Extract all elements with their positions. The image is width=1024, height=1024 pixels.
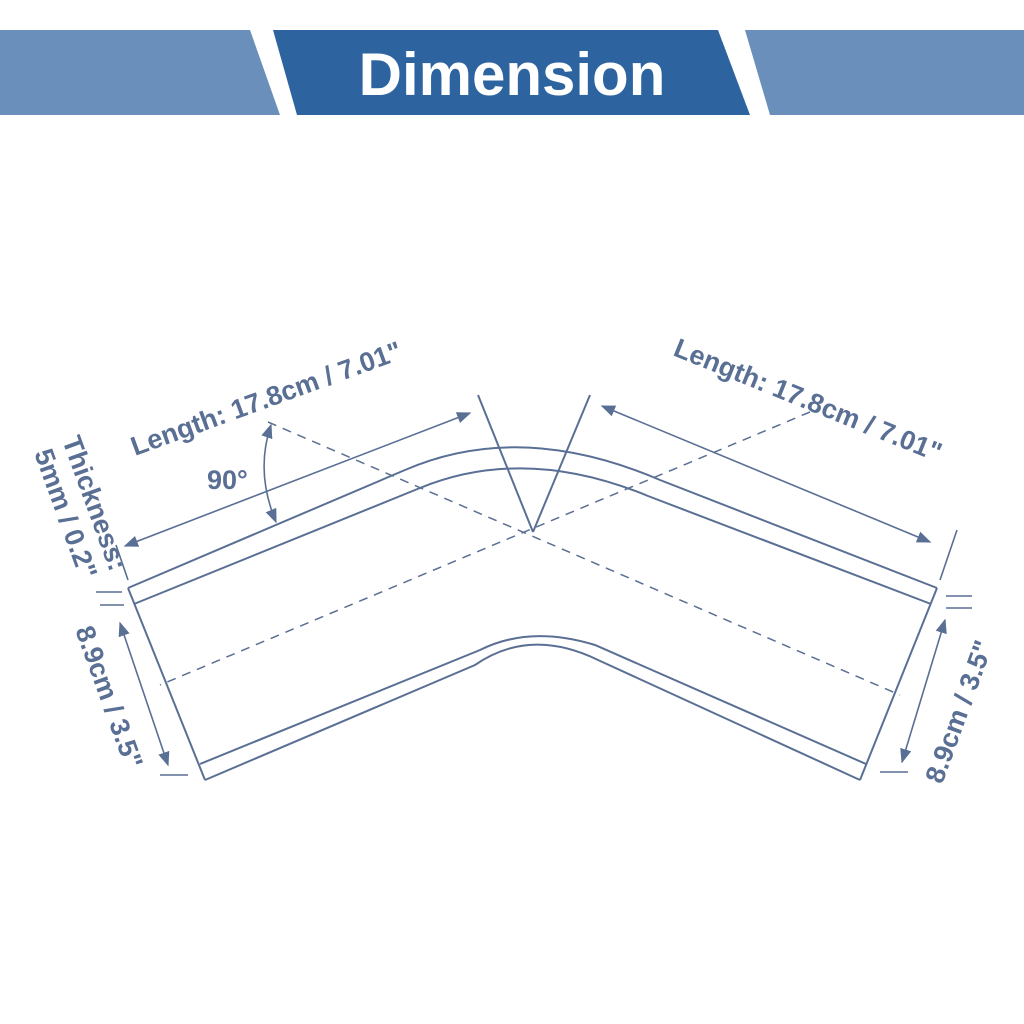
dimension-lines (96, 405, 972, 776)
angle-arc-arrow (261, 423, 277, 524)
angle-construction-lines (477, 394, 591, 533)
banner-right-band (745, 30, 1024, 115)
outer-bottom-edge (204, 643, 861, 781)
inner-bottom-edge (199, 635, 867, 765)
length-right-dimension-line (600, 405, 932, 543)
length-right-label: Length: 17.8cm / 7.01" (670, 333, 946, 468)
header-banner: Dimension (0, 30, 1024, 115)
banner-center-band (273, 30, 750, 115)
height-right-label: 8.9cm / 3.5" (919, 636, 998, 787)
bend-piece-outline (127, 446, 938, 781)
banner-left-band (0, 30, 280, 115)
center-lines (159, 411, 901, 696)
center-line-right-dash (159, 411, 811, 686)
height-right-dimension-line (900, 618, 947, 764)
length-left-extension-tick (115, 544, 129, 581)
height-left-label: 8.9cm / 3.5" (69, 622, 148, 773)
angle-ray-left (477, 394, 534, 533)
angle-label: 90° (207, 465, 248, 495)
page-title: Dimension (359, 41, 666, 108)
length-left-dimension-line (123, 412, 472, 547)
height-left-dimension-line (118, 621, 170, 767)
length-right-extension-tick (939, 529, 958, 581)
angle-ray-right (532, 394, 591, 533)
